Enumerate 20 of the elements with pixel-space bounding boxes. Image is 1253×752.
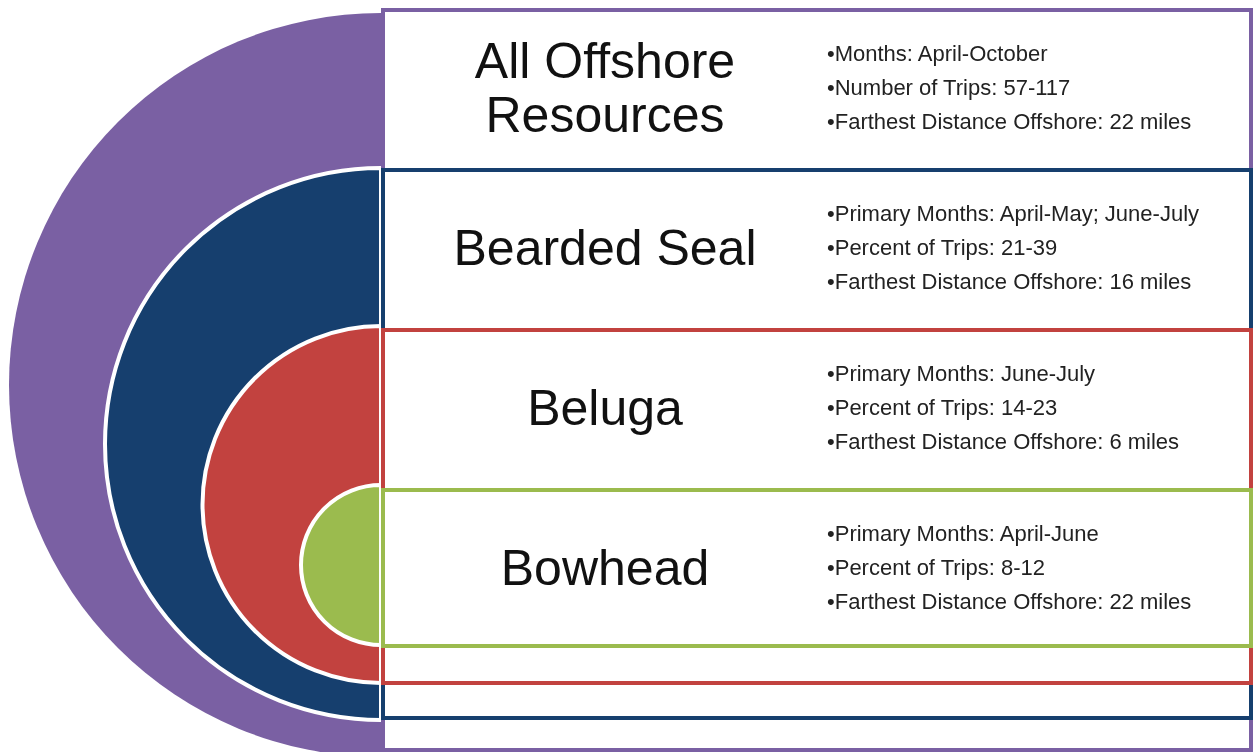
bullet-item: •Primary Months: April-June [827, 520, 1100, 548]
heading: Bowhead [499, 541, 711, 595]
bullet-item: •Primary Months: April-May; June-July [827, 200, 1200, 228]
bullet-item: •Number of Trips: 57-117 [827, 74, 1072, 102]
bullet-item: •Primary Months: June-July [827, 360, 1097, 388]
band-box [381, 328, 1253, 685]
bullet-item: •Months: April-October [827, 40, 1049, 68]
bullet-item: •Percent of Trips: 8-12 [827, 554, 1047, 582]
band-box [381, 488, 1253, 648]
bullet-item: •Farthest Distance Offshore: 6 miles [827, 428, 1180, 456]
band-box [381, 8, 1253, 752]
bullet-item: •Farthest Distance Offshore: 22 miles [827, 108, 1192, 136]
bullet-item: •Percent of Trips: 21-39 [827, 234, 1059, 262]
heading: All Offshore Resources [473, 34, 737, 142]
bullet-item: •Farthest Distance Offshore: 22 miles [827, 588, 1192, 616]
band-box [381, 168, 1253, 720]
bullet-item: •Farthest Distance Offshore: 16 miles [827, 268, 1193, 296]
heading: Beluga [526, 381, 684, 435]
heading: Bearded Seal [452, 221, 758, 275]
bullet-item: •Percent of Trips: 14-23 [827, 394, 1059, 422]
